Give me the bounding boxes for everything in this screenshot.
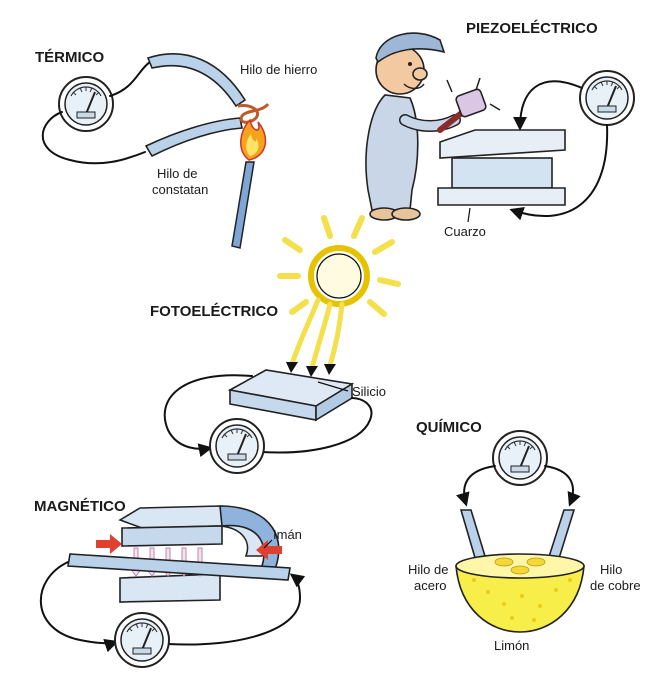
- chemical-galvanometer-icon: [492, 430, 548, 486]
- thermocouple-junction: [237, 102, 270, 124]
- iron-wire-label: Hilo de hierro: [240, 62, 317, 77]
- steel-wire-label-line1: Hilo de: [408, 562, 448, 577]
- constantan-wire-label-line2: constatan: [152, 182, 208, 197]
- impact-lines-icon: [446, 77, 501, 111]
- constantan-wire-tube: [144, 117, 243, 158]
- piezo-galvanometer-icon: [579, 70, 635, 126]
- magnetic-wire-right: [167, 573, 306, 646]
- upper-press-plate-icon: [439, 129, 566, 159]
- piezo-section: PIEZOELÉCTRICO Cuarzo: [365, 20, 635, 239]
- magnet-lower-pole-icon: [119, 573, 221, 603]
- motion-arrow-left-icon: [96, 534, 122, 554]
- constantan-wire-label-line1: Hilo de: [157, 166, 197, 181]
- match-stick-icon: [231, 161, 255, 249]
- magnetic-section: MAGNÉTICO Imán: [34, 498, 306, 668]
- quartz-label: Cuarzo: [444, 224, 486, 239]
- lower-press-plate-icon: [437, 187, 566, 206]
- silicon-label: Silicio: [352, 384, 386, 399]
- copper-wire-label-line2: de cobre: [590, 578, 641, 593]
- thermal-wire-lower: [41, 111, 146, 165]
- chemical-section: QUÍMICO Hilo de acero Hilo de cobre Limó…: [408, 419, 641, 653]
- silicon-pointer-line: [317, 381, 349, 392]
- lemon-segments-icon: [494, 557, 546, 575]
- lemon-icon: [455, 565, 585, 633]
- thermal-wire-upper: [109, 61, 151, 97]
- piezo-wire-upper: [513, 80, 583, 131]
- magnet-label: Imán: [273, 527, 302, 542]
- copper-wire-label-line1: Hilo: [600, 562, 622, 577]
- sun-rays-icon: [277, 215, 401, 317]
- magnetic-wire-left: [40, 561, 119, 653]
- quartz-crystal-icon: [451, 157, 553, 189]
- sun-core-icon: [316, 253, 362, 299]
- light-beam-arrowheads-icon: [286, 362, 336, 377]
- photo-wire-right: [261, 397, 373, 454]
- quartz-pointer-line: [467, 207, 471, 223]
- worker-figure-icon: [365, 32, 461, 221]
- chemical-wire-left: [456, 465, 496, 507]
- iron-wire-tube: [146, 53, 247, 108]
- motion-arrow-right-icon: [256, 540, 282, 560]
- photo-galvanometer-icon: [209, 418, 265, 474]
- thermal-title: TÉRMICO: [35, 49, 104, 66]
- magnet-upper-pole-icon: [121, 525, 223, 547]
- photoelectric-section: FOTOELÉCTRICO: [150, 215, 401, 474]
- thermal-galvanometer-icon: [58, 76, 114, 132]
- magnet-pointer-line: [263, 539, 273, 549]
- lemon-texture-icon: [472, 578, 572, 622]
- hammer-head-icon: [455, 88, 487, 118]
- photoelectric-title: FOTOELÉCTRICO: [150, 303, 278, 320]
- piezo-wire-lower: [509, 124, 609, 221]
- steel-wire-label-line2: acero: [414, 578, 447, 593]
- chemical-title: QUÍMICO: [416, 419, 482, 436]
- magnetic-galvanometer-icon: [114, 612, 170, 668]
- thermal-section: TÉRMICO Hilo de hierro Hilo de constatan: [35, 49, 317, 249]
- lemon-label: Limón: [494, 638, 529, 653]
- chemical-wire-right: [544, 465, 581, 507]
- photo-wire-left: [163, 374, 253, 458]
- magnetic-title: MAGNÉTICO: [34, 498, 126, 515]
- piezo-title: PIEZOELÉCTRICO: [466, 20, 598, 37]
- light-beams-icon: [289, 297, 345, 371]
- flame-core-icon: [246, 134, 259, 156]
